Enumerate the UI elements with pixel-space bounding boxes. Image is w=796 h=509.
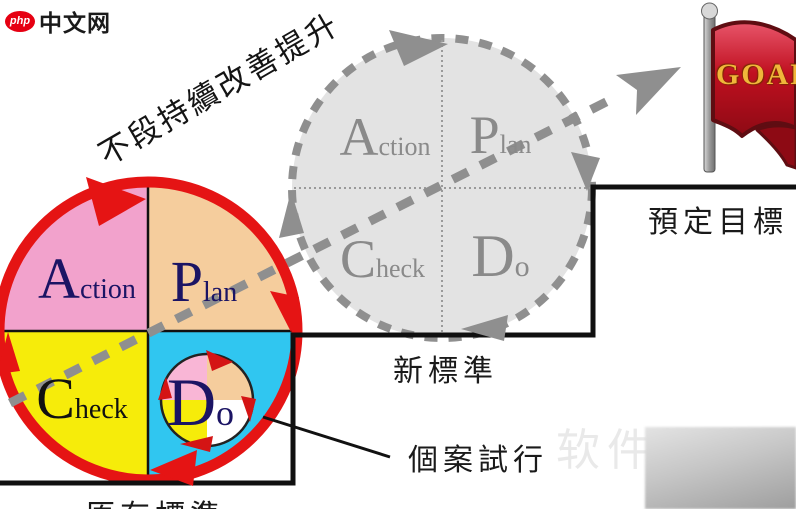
mini-arrow-bottom-icon [180,436,213,452]
mini-quadrant-action [161,354,207,400]
flag-pole-knob [701,2,718,20]
flag-fold [755,124,796,170]
mini-arrow-right-icon [241,396,256,422]
quadrant-check [0,331,148,480]
flag-banner [711,20,796,138]
goal-flag-label: GOAL [716,58,796,91]
improvement-arrowhead-icon [616,67,681,115]
mini-arrow-top-icon [206,350,233,371]
gray-arrow-right-icon [571,152,600,191]
gray-arrow-left-icon [279,191,304,238]
colored-pdca-wheel [0,176,303,486]
watermark-blur-patch [645,427,796,509]
quadrant-plan [148,182,297,331]
red-arrow-bottom-icon [150,450,197,486]
quadrant-action [0,182,148,331]
colored-wheel-ring [0,176,303,486]
mini-quadrant-do [207,400,253,446]
pilot-callout-line [262,415,391,459]
improvement-arrow-shaft [7,94,615,408]
mini-quadrant-check [161,400,207,446]
gray-arrow-top-icon [389,30,448,66]
site-logo-name: 中文网 [39,10,111,36]
target-goal-label: 預定目標 [648,206,788,239]
gray-arrow-bottom-icon [461,315,508,341]
red-rotation-arrows [0,177,299,486]
improvement-arrow [7,67,681,408]
red-arrow-left-icon [0,332,20,374]
php-logo-badge: php [5,10,35,32]
gray-wheel-ring [288,34,596,342]
gray-pdca-wheel [288,34,596,342]
mini-arrow-left-icon [158,377,172,400]
red-arrow-right-icon [270,291,299,332]
new-standard-label: 新標準 [393,355,498,388]
staircase-steps [0,184,796,486]
original-standard-label: 原有標準 [85,491,225,509]
goal-flag [701,2,796,173]
site-logo: php 中文网 [5,4,111,38]
gray-rotation-arrows [279,30,600,341]
pilot-case-label: 個案試行 [408,444,548,477]
red-arrow-top-icon [86,177,146,226]
mini-pdca-wheel [158,350,256,452]
